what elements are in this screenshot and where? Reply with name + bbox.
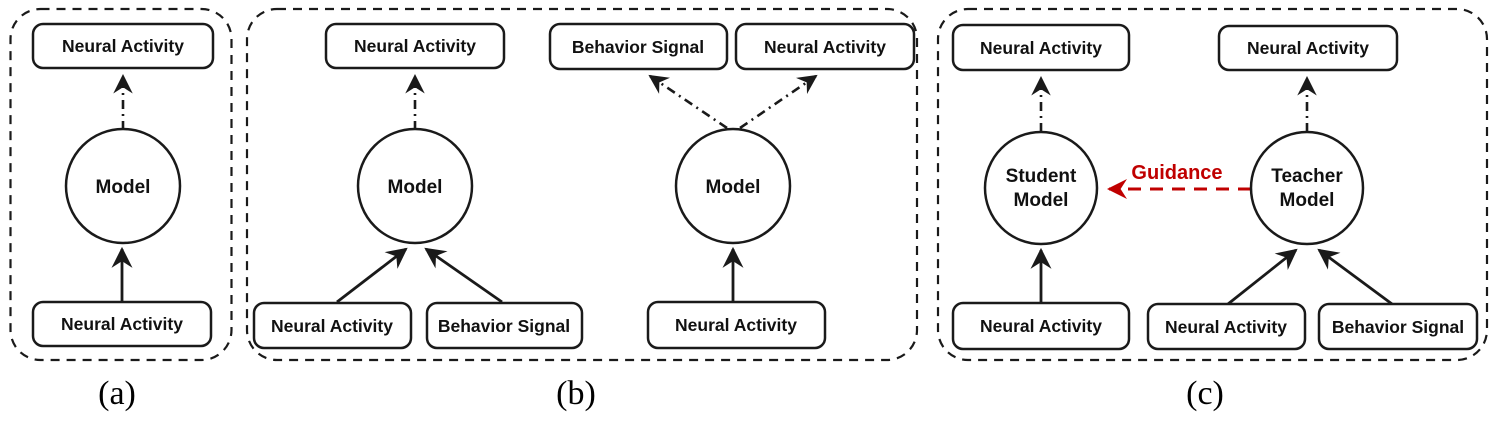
neural-activity-label: Neural Activity [764,37,886,57]
panel-b-decoder-model: Model [674,127,792,245]
teacher-model-circle [1249,130,1365,246]
panel-c-teacher-input-arrow-left [1227,248,1298,306]
panel-b-encoder-model: Model [356,127,474,245]
neural-activity-box [951,23,1131,72]
panel-c-caption: (c) [1186,375,1224,412]
model-label: Model [388,177,443,198]
panel-c-student-output-box: Neural Activity [951,23,1131,72]
panel-b-decoder-output-box-neural: Neural Activity [734,22,916,71]
panel-b-encoder-input-arrow-right [424,247,503,304]
panel-b-caption: (b) [556,375,596,412]
panel-a-frame [9,7,233,362]
panel-a-caption: (a) [98,375,136,412]
model-label: Model [96,177,151,198]
panel-c-student-input-box: Neural Activity [951,301,1131,351]
neural-activity-label: Neural Activity [675,315,797,335]
neural-activity-box [734,22,916,71]
panel-c-student-model: Student Model [983,130,1099,246]
panel-b-decoder-prediction-arrow-behavior [648,74,728,130]
panel-a-input-box: Neural Activity [31,300,213,348]
model-circle [356,127,474,245]
neural-activity-label: Neural Activity [1247,38,1369,58]
panel-c-teacher-input-box-neural: Neural Activity [1146,302,1307,351]
behavior-signal-box [1317,302,1479,351]
guidance-label: Guidance [1131,162,1222,184]
neural-activity-box [1146,302,1307,351]
neural-activity-label: Neural Activity [354,36,476,56]
neural-activity-box [951,301,1131,351]
neural-activity-box [1217,24,1399,72]
neural-activity-label: Neural Activity [61,314,183,334]
neural-activity-label: Neural Activity [980,316,1102,336]
neural-activity-box [31,22,215,70]
panel-b-decoder-input-box: Neural Activity [646,300,827,350]
panel-c-frame [936,7,1489,362]
panel-c-teacher-model: Teacher Model [1249,130,1365,246]
panel-b-encoder-input-arrow-left [336,247,408,304]
behavior-signal-box [425,301,584,350]
neural-activity-label: Neural Activity [62,36,184,56]
model-circle [64,127,182,245]
panel-b-encoder-input-box-behavior: Behavior Signal [425,301,584,350]
student-model-label-line2: Model [1014,190,1069,211]
panel-c-teacher-output-box: Neural Activity [1217,24,1399,72]
panel-b: Neural Activity Model Neural Activity Be… [245,7,919,412]
teacher-model-label-line2: Model [1280,190,1335,211]
panel-b-encoder-input-box-neural: Neural Activity [252,301,413,350]
neural-activity-label: Neural Activity [1165,317,1287,337]
neural-activity-box [31,300,213,348]
student-model-circle [983,130,1099,246]
neural-activity-label: Neural Activity [271,316,393,336]
student-model-label-line1: Student [1006,166,1077,187]
behavior-signal-label: Behavior Signal [572,37,704,57]
panel-c-teacher-input-arrow-right [1317,248,1393,306]
neural-activity-box [252,301,413,350]
panel-b-encoder-output-box: Neural Activity [324,22,506,70]
panel-b-frame [245,7,919,362]
panel-a-model: Model [64,127,182,245]
behavior-signal-box [548,22,729,71]
model-label: Model [706,177,761,198]
panel-a-output-box: Neural Activity [31,22,215,70]
neural-activity-box [646,300,827,350]
panel-a: Neural Activity Model Neural Activity (a… [9,7,233,412]
model-circle [674,127,792,245]
teacher-model-label-line1: Teacher [1271,166,1343,187]
behavior-signal-label: Behavior Signal [1332,317,1464,337]
behavior-signal-label: Behavior Signal [438,316,570,336]
panel-b-decoder-prediction-arrow-neural [739,74,818,130]
panel-c: Neural Activity Student Model Neural Act… [936,7,1489,412]
panel-b-decoder-output-box-behavior: Behavior Signal [548,22,729,71]
neural-activity-box [324,22,506,70]
neural-activity-label: Neural Activity [980,38,1102,58]
panel-c-teacher-input-box-behavior: Behavior Signal [1317,302,1479,351]
